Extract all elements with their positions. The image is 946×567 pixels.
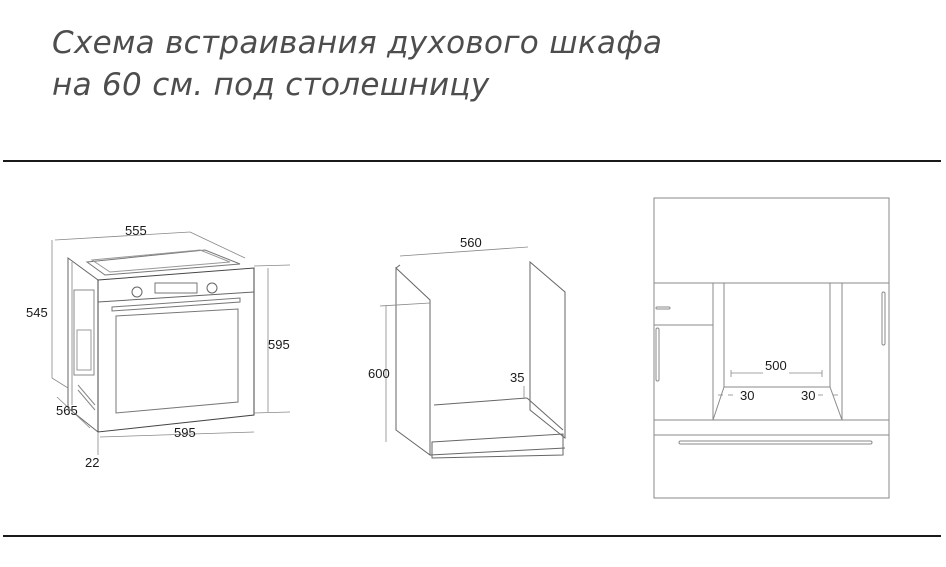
dim-niche-opening-width: 500 bbox=[765, 358, 787, 373]
cabinet-dimension-lines bbox=[379, 246, 529, 442]
dim-oven-height: 595 bbox=[268, 337, 290, 352]
bottom-divider bbox=[3, 535, 941, 537]
cabinet-drawing bbox=[395, 260, 566, 459]
dim-niche-right-gap: 30 bbox=[801, 388, 815, 403]
oven-drawing bbox=[67, 249, 255, 434]
dim-oven-depth-side: 545 bbox=[26, 305, 48, 320]
title-line-1: Схема встраивания духового шкафа bbox=[52, 25, 663, 61]
top-divider bbox=[3, 160, 941, 162]
title-line-2: на 60 см. под столешницу bbox=[52, 67, 490, 103]
diagram-title: Схема встраивания духового шкафа на 60 с… bbox=[52, 22, 662, 106]
dim-oven-depth-bottom: 565 bbox=[56, 403, 78, 418]
dim-cabinet-height: 600 bbox=[368, 366, 390, 381]
dim-niche-left-gap: 30 bbox=[740, 388, 754, 403]
dim-cabinet-inner-width: 560 bbox=[460, 235, 482, 250]
niche-dimension-lines bbox=[718, 370, 838, 396]
dim-oven-width-top: 555 bbox=[125, 223, 147, 238]
dim-oven-door-offset: 22 bbox=[85, 455, 99, 470]
oven-dimension-lines bbox=[51, 231, 291, 455]
niche-drawing bbox=[653, 197, 890, 499]
dim-oven-width-front: 595 bbox=[174, 425, 196, 440]
dim-cabinet-gap: 35 bbox=[510, 370, 524, 385]
